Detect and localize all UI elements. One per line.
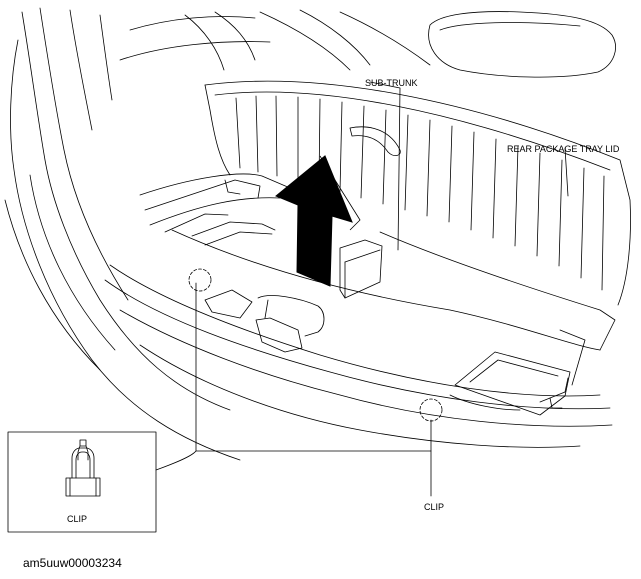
storage-box — [454, 351, 571, 416]
clip-location-marker — [419, 398, 443, 422]
clip-location-marker — [188, 268, 212, 292]
lift-arrow — [275, 155, 353, 287]
figure-id: am5uuw00003234 — [23, 556, 122, 570]
trunk-floor — [139, 173, 616, 386]
rear-seat-outline — [119, 9, 616, 78]
trunk-body-outline — [4, 7, 241, 461]
clip-inset-frame — [7, 431, 157, 533]
label-clip: CLIP — [424, 502, 444, 512]
rear-package-tray-lid — [204, 80, 631, 306]
label-sub-trunk: SUB-TRUNK — [365, 78, 418, 88]
clip-callout-lines — [155, 81, 569, 497]
trunk-lip — [104, 264, 613, 448]
sub-trunk-box — [339, 239, 383, 299]
trunk-latch — [204, 289, 325, 353]
label-clip-inset: CLIP — [67, 514, 87, 524]
lift-arrow-highlight — [319, 155, 361, 231]
clip-icon — [65, 439, 101, 497]
label-rear-package-tray-lid: REAR PACKAGE TRAY LID — [507, 144, 620, 154]
